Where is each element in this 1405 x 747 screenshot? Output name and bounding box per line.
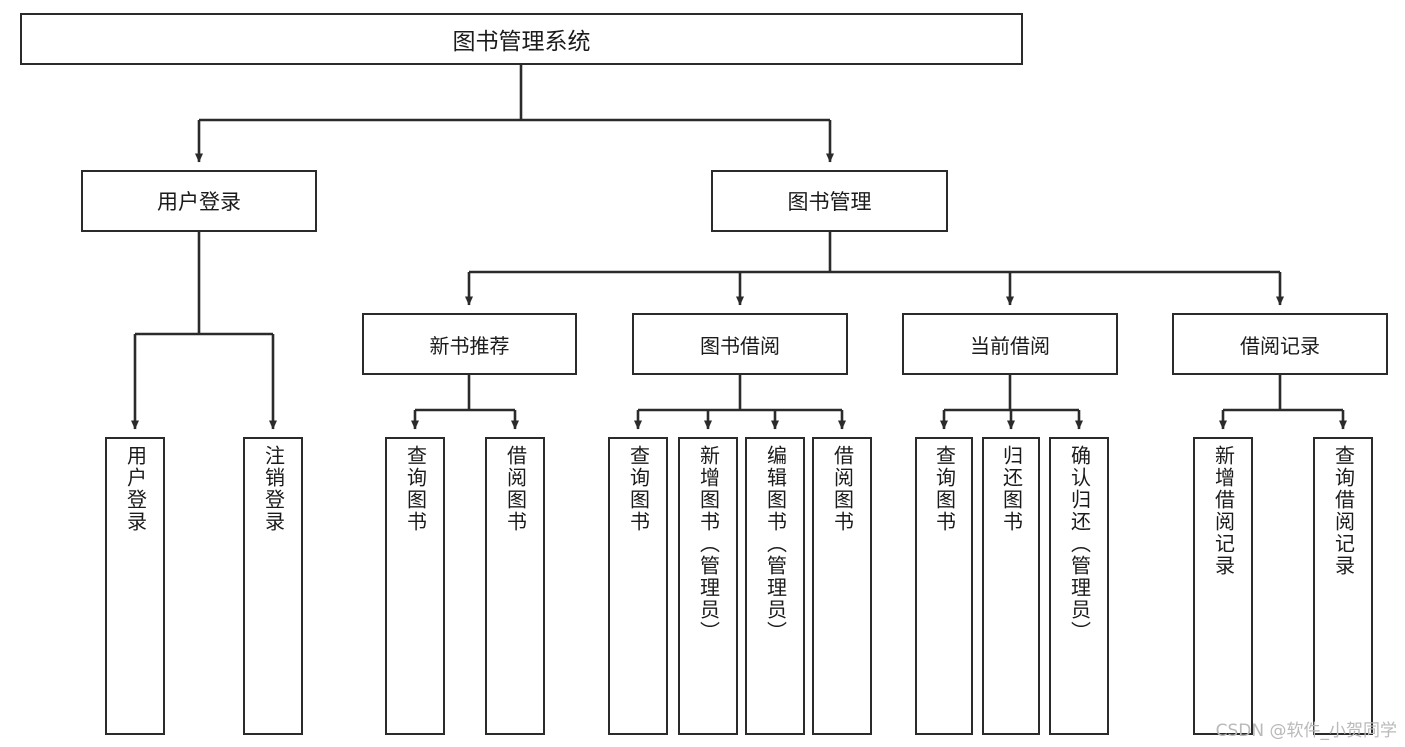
- node-leaf-logout[interactable]: 注销登录: [243, 437, 303, 735]
- node-leaf-confirm-return-label: 确认归还（管理员）: [1067, 445, 1092, 643]
- node-leaf-borrow-book-label: 借阅图书: [830, 445, 855, 533]
- node-leaf-borrow-book[interactable]: 借阅图书: [812, 437, 872, 735]
- node-leaf-user-login-label: 用户登录: [123, 445, 148, 533]
- node-book-borrow[interactable]: 图书借阅: [632, 313, 848, 375]
- node-leaf-borrow-book-recommend[interactable]: 借阅图书: [485, 437, 545, 735]
- node-book-management-label: 图书管理: [787, 190, 872, 214]
- node-current-borrow[interactable]: 当前借阅: [902, 313, 1118, 375]
- node-new-book-recommend[interactable]: 新书推荐: [362, 313, 577, 375]
- node-book-management[interactable]: 图书管理: [711, 170, 948, 232]
- node-leaf-query-book-recommend[interactable]: 查询图书: [385, 437, 445, 735]
- node-leaf-add-borrow-record-label: 新增借阅记录: [1211, 445, 1236, 577]
- node-leaf-query-book-borrow-label: 查询图书: [626, 445, 651, 533]
- node-leaf-return-book-label: 归还图书: [999, 445, 1024, 533]
- node-book-borrow-label: 图书借阅: [700, 333, 780, 358]
- node-leaf-confirm-return[interactable]: 确认归还（管理员）: [1049, 437, 1109, 735]
- node-leaf-edit-book-label: 编辑图书（管理员）: [763, 445, 788, 643]
- node-borrow-record[interactable]: 借阅记录: [1172, 313, 1388, 375]
- node-leaf-add-borrow-record[interactable]: 新增借阅记录: [1193, 437, 1253, 735]
- node-leaf-query-book-recommend-label: 查询图书: [403, 445, 428, 533]
- node-leaf-query-borrow-record-label: 查询借阅记录: [1331, 445, 1356, 577]
- node-leaf-add-book[interactable]: 新增图书（管理员）: [678, 437, 738, 735]
- node-leaf-query-borrow-record[interactable]: 查询借阅记录: [1313, 437, 1373, 735]
- node-leaf-query-book-current[interactable]: 查询图书: [915, 437, 973, 735]
- node-new-book-recommend-label: 新书推荐: [429, 333, 510, 358]
- node-current-borrow-label: 当前借阅: [970, 333, 1050, 358]
- watermark: CSDN @软件_小贺同学: [1215, 721, 1397, 741]
- node-leaf-borrow-book-recommend-label: 借阅图书: [503, 445, 528, 533]
- node-root-label: 图书管理系统: [452, 29, 591, 55]
- node-leaf-add-book-label: 新增图书（管理员）: [696, 445, 721, 643]
- node-leaf-query-book-current-label: 查询图书: [932, 445, 957, 533]
- node-user-login[interactable]: 用户登录: [81, 170, 317, 232]
- node-leaf-user-login[interactable]: 用户登录: [105, 437, 165, 735]
- node-borrow-record-label: 借阅记录: [1240, 333, 1320, 358]
- node-root[interactable]: 图书管理系统: [20, 13, 1023, 65]
- node-leaf-logout-label: 注销登录: [261, 445, 286, 533]
- node-leaf-edit-book[interactable]: 编辑图书（管理员）: [745, 437, 805, 735]
- node-leaf-return-book[interactable]: 归还图书: [982, 437, 1040, 735]
- node-user-login-label: 用户登录: [157, 190, 241, 214]
- node-leaf-query-book-borrow[interactable]: 查询图书: [608, 437, 668, 735]
